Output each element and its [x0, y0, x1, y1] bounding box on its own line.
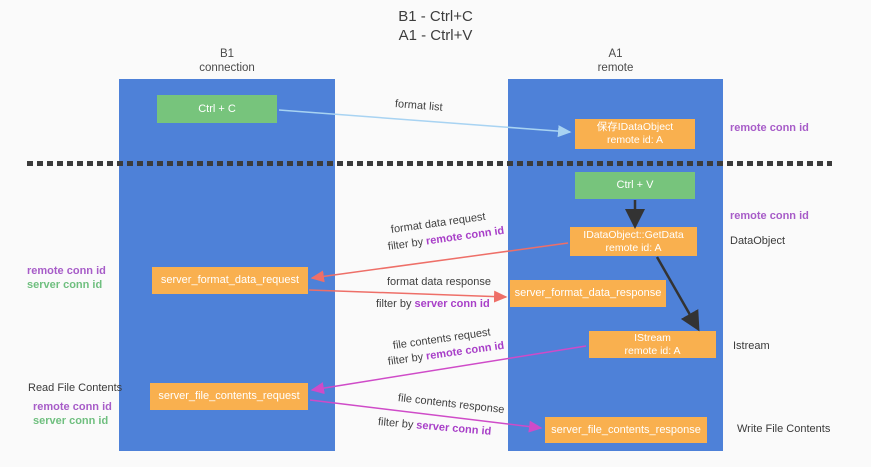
istream-line1: IStream [634, 331, 671, 344]
istream-line2: remote id: A [624, 344, 681, 357]
right-remote-conn-id-label-2: remote conn id [730, 210, 809, 222]
filter-by-text: filter by [387, 351, 424, 368]
istream-side-label: Istream [733, 340, 770, 352]
server-file-contents-request-node: server_file_contents_request [150, 383, 308, 410]
file-contents-response-edge-label: file contents response [397, 392, 506, 417]
server-format-data-response-node: server_format_data_response [510, 280, 666, 307]
server-file-contents-response-label: server_file_contents_response [551, 423, 701, 436]
ctrl-v-node: Ctrl + V [575, 172, 695, 199]
idataobject-getdata-node: IDataObject::GetData remote id: A [570, 227, 697, 256]
dataobject-label: DataObject [730, 235, 786, 247]
right-column-title: A1 [608, 48, 623, 60]
idataobject-getdata-line1: IDataObject::GetData [583, 228, 684, 241]
right-remote-conn-id-label-1: remote conn id [730, 122, 809, 134]
read-file-contents-label: Read File Contents [28, 382, 123, 394]
server-conn-id-highlight: server conn id [414, 298, 490, 310]
save-idataobject-line2: remote id: A [606, 134, 664, 146]
idataobject-getdata-line2: remote id: A [605, 241, 662, 254]
save-idataobject-line1: 保存IDataObject [596, 121, 674, 133]
left-server-conn-id-label-2: server conn id [33, 415, 109, 427]
diagram-title: B1 - Ctrl+C A1 - Ctrl+V [0, 7, 871, 45]
ctrl-c-node: Ctrl + C [157, 95, 277, 123]
format-data-response-edge-label: format data response [387, 276, 491, 288]
right-column-header: A1 remote [508, 47, 723, 75]
left-column-header: B1 connection [119, 47, 335, 75]
save-idataobject-node: 保存IDataObject remote id: A [575, 119, 695, 149]
title-line-1: B1 - Ctrl+C [398, 8, 473, 25]
format-list-edge-label: format list [394, 98, 444, 114]
server-file-contents-request-label: server_file_contents_request [158, 390, 300, 402]
title-line-2: A1 - Ctrl+V [398, 27, 473, 44]
left-server-conn-id-label-1: server conn id [27, 279, 103, 291]
filter-by-text: filter by [377, 416, 414, 432]
right-column-subtitle: remote [597, 62, 634, 74]
left-remote-conn-id-label-1: remote conn id [27, 265, 106, 277]
clipboard-copy-paste-divider [27, 161, 832, 166]
left-column-subtitle: connection [199, 62, 255, 74]
server-conn-id-highlight: server conn id [415, 419, 492, 438]
ctrl-v-label: Ctrl + V [616, 179, 654, 191]
write-file-contents-label: Write File Contents [737, 423, 831, 435]
server-format-data-request-node: server_format_data_request [152, 267, 308, 294]
left-remote-conn-id-label-2: remote conn id [33, 401, 112, 413]
left-column-title: B1 [219, 48, 235, 60]
format-data-response-arrow [308, 289, 508, 303]
server-file-contents-response-node: server_file_contents_response [545, 417, 707, 443]
server-format-data-response-label: server_format_data_response [514, 287, 662, 299]
filter-by-text: filter by [376, 298, 412, 310]
filter-by-text: filter by [387, 236, 424, 253]
server-format-data-request-label: server_format_data_request [160, 274, 300, 286]
istream-node: IStream remote id: A [589, 331, 716, 358]
ctrl-c-label: Ctrl + C [198, 102, 236, 115]
